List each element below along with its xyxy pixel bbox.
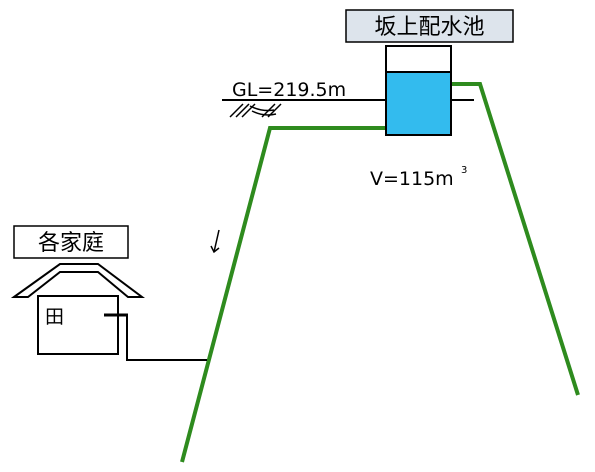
house-name-background bbox=[13, 225, 129, 259]
house-name: 各家庭 bbox=[38, 231, 104, 256]
reservoir-tank bbox=[385, 45, 452, 136]
house-window: 田 bbox=[45, 306, 64, 328]
reservoir-name: 坂上配水池 bbox=[374, 15, 484, 40]
reservoir-water bbox=[386, 72, 451, 135]
house-body bbox=[37, 295, 119, 355]
arrow-down-icon bbox=[210, 229, 220, 254]
reservoir-name-box: 坂上配水池 bbox=[345, 9, 514, 43]
house-icon: 田 bbox=[10, 263, 145, 355]
house-name-box: 各家庭 bbox=[13, 225, 129, 259]
inflow-pipe bbox=[440, 82, 580, 396]
reservoir-outline bbox=[385, 45, 452, 136]
reservoir-volume-superscript: 3 bbox=[461, 165, 467, 176]
ground-level-marker: GL=219.5m bbox=[222, 79, 474, 118]
reservoir-name-background bbox=[345, 9, 514, 43]
ground-level-label: GL=219.5m bbox=[232, 79, 346, 101]
service-pipe bbox=[126, 315, 207, 361]
outflow-pipe bbox=[180, 126, 401, 463]
reservoir-volume-label: V=115m bbox=[370, 168, 454, 190]
house-roof bbox=[10, 263, 145, 298]
pipeline-group bbox=[180, 82, 580, 463]
reservoir-volume: V=115m 3 bbox=[370, 165, 467, 190]
ground-hatch-icon bbox=[229, 103, 282, 118]
